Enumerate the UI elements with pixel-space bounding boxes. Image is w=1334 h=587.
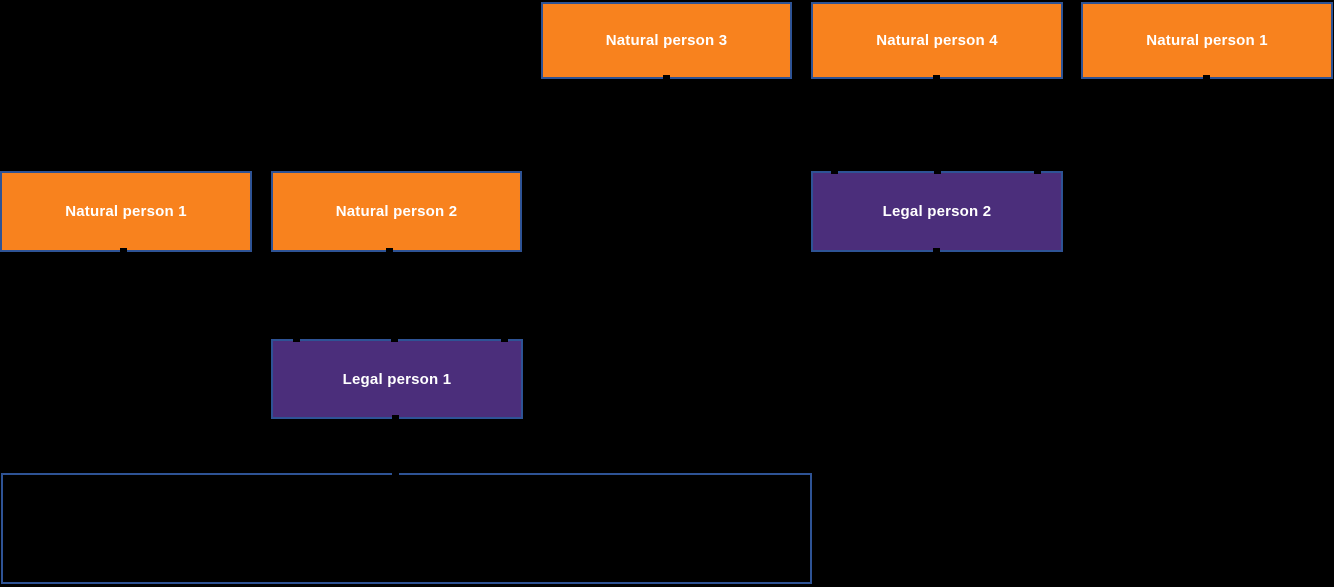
connector-notch	[831, 169, 838, 174]
connector-notch	[933, 75, 940, 80]
node-label: Natural person 4	[876, 32, 998, 49]
node-label: Natural person 1	[1146, 32, 1268, 49]
connector-notch	[1034, 169, 1041, 174]
connector-notch	[392, 471, 399, 476]
connector-notch	[293, 337, 300, 342]
connector-notch	[386, 248, 393, 253]
node-natural-person-3[interactable]: Natural person 3	[541, 2, 792, 79]
connector-notch	[392, 415, 399, 420]
connector-notch	[1203, 75, 1210, 80]
node-label: Legal person 1	[342, 370, 452, 388]
node-natural-person-4[interactable]: Natural person 4	[811, 2, 1063, 79]
connector-notch	[663, 75, 670, 80]
connector-notch	[120, 248, 127, 253]
node-natural-person-2[interactable]: Natural person 2	[271, 171, 522, 252]
node-legal-person-2[interactable]: Legal person 2	[811, 171, 1063, 252]
node-label: Legal person 2	[882, 203, 992, 220]
node-label: Natural person 2	[335, 203, 458, 220]
connector-notch	[933, 248, 940, 253]
connector-notch	[501, 337, 508, 342]
node-label: Natural person 3	[605, 32, 728, 49]
node-label: Natural person 1	[65, 203, 187, 220]
node-natural-person-1[interactable]: Natural person 1	[0, 171, 252, 252]
connector-notch	[391, 337, 398, 342]
connector-notch	[934, 169, 941, 174]
company-container-box[interactable]	[1, 473, 812, 584]
node-natural-person-1-top[interactable]: Natural person 1	[1081, 2, 1333, 79]
node-legal-person-1[interactable]: Legal person 1	[271, 339, 523, 419]
